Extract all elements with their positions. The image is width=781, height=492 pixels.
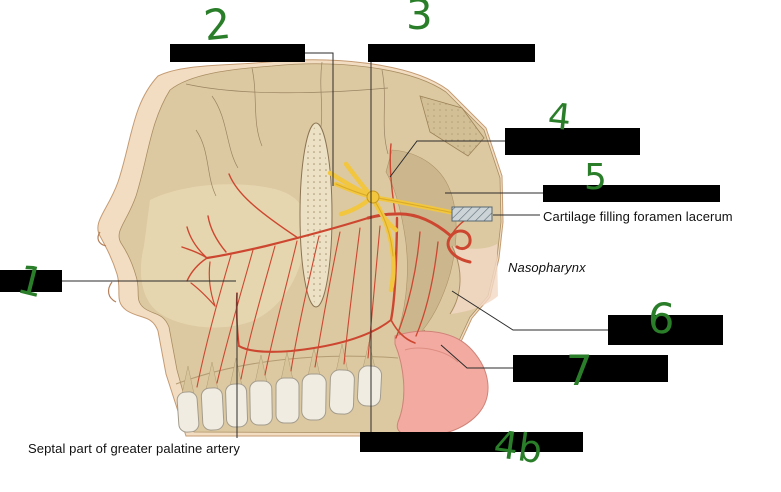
handwritten-7: 7 bbox=[566, 346, 593, 395]
leader-line-6 bbox=[451, 290, 608, 331]
tongue bbox=[394, 330, 489, 437]
cartilage-hatch-box bbox=[451, 206, 493, 222]
handwritten-4b: 4b bbox=[491, 421, 546, 473]
leader-line-4 bbox=[389, 140, 505, 178]
redacted-label-7 bbox=[513, 355, 668, 382]
nasopharynx-wall bbox=[449, 245, 461, 315]
redacted-label-1 bbox=[0, 270, 62, 292]
nerve-branches bbox=[327, 161, 458, 293]
redacted-label-5 bbox=[543, 185, 720, 202]
leader-lines bbox=[62, 52, 608, 438]
label-cartilage-foramen-lacerum: Cartilage filling foramen lacerum bbox=[543, 209, 733, 224]
redacted-label-4 bbox=[505, 128, 640, 155]
pterygoid-bone bbox=[385, 149, 457, 345]
pterygopalatine-ganglion bbox=[366, 190, 380, 204]
leader-line-7 bbox=[440, 344, 513, 369]
teeth bbox=[176, 341, 383, 433]
handwritten-2: 2 bbox=[201, 0, 234, 51]
perpendicular-plate bbox=[299, 122, 333, 308]
label-septal-part: Septal part of greater palatine artery bbox=[28, 441, 240, 456]
redacted-label-8 bbox=[360, 432, 583, 452]
label-nasopharynx: Nasopharynx bbox=[508, 260, 586, 275]
handwritten-3: 3 bbox=[406, 0, 433, 39]
leader-line-2 bbox=[305, 52, 334, 186]
redacted-label-6 bbox=[608, 315, 723, 345]
handwritten-4: 4 bbox=[545, 95, 574, 140]
suture-lines bbox=[185, 61, 389, 197]
handwritten-5: 5 bbox=[584, 157, 607, 198]
artery-branches bbox=[181, 143, 472, 388]
nasopharynx-wall-fill bbox=[450, 244, 498, 314]
redacted-label-3 bbox=[368, 44, 535, 62]
lip-line bbox=[107, 281, 117, 303]
handwritten-6: 6 bbox=[646, 293, 677, 344]
nostril-line bbox=[97, 231, 107, 247]
redacted-label-2 bbox=[170, 44, 305, 62]
